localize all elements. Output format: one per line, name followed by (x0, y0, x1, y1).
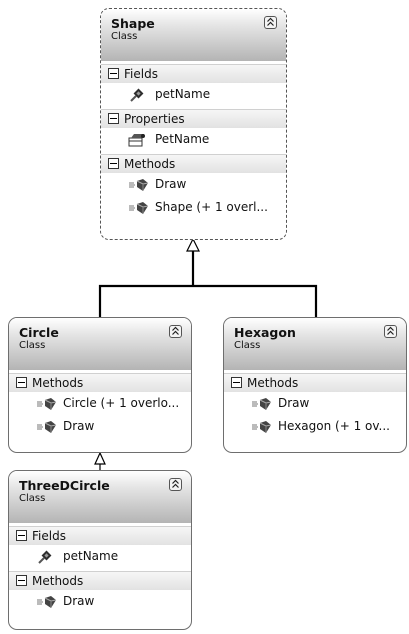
section-methods[interactable]: Methods (101, 154, 286, 173)
method-icon (127, 177, 149, 191)
inheritance-arrow-shape (186, 237, 200, 252)
class-header[interactable]: ThreeDCircle Class (9, 471, 191, 523)
section-title: Properties (124, 112, 185, 126)
class-kind: Class (234, 340, 261, 351)
collapse-section-icon[interactable] (108, 113, 119, 124)
member-name: petName (63, 549, 119, 563)
collapse-toggle-icon[interactable] (384, 325, 397, 338)
member-method[interactable]: Circle (+ 1 overlo... (9, 392, 191, 415)
class-kind: Class (19, 340, 46, 351)
section-title: Methods (32, 574, 84, 588)
class-body: Fields petName Properties PetName Method… (101, 64, 286, 223)
member-name: PetName (155, 132, 210, 146)
section-fields[interactable]: Fields (101, 64, 286, 83)
member-method[interactable]: Shape (+ 1 overl... (101, 196, 286, 219)
property-icon (127, 132, 149, 146)
section-methods[interactable]: Methods (9, 373, 191, 392)
collapse-section-icon[interactable] (108, 68, 119, 79)
class-name: Circle (19, 325, 59, 340)
collapse-section-icon[interactable] (16, 530, 27, 541)
member-name: petName (155, 87, 211, 101)
section-methods[interactable]: Methods (224, 373, 406, 392)
member-name: Shape (+ 1 overl... (155, 200, 268, 214)
collapse-section-icon[interactable] (16, 575, 27, 586)
collapse-section-icon[interactable] (16, 377, 27, 388)
section-title: Fields (32, 529, 66, 543)
collapse-toggle-icon[interactable] (169, 478, 182, 491)
section-title: Methods (32, 376, 84, 390)
collapse-toggle-icon[interactable] (169, 325, 182, 338)
member-name: Draw (63, 594, 95, 608)
section-methods[interactable]: Methods (9, 571, 191, 590)
member-method[interactable]: Draw (9, 415, 191, 438)
method-icon (35, 396, 57, 410)
class-shape[interactable]: Shape Class Fields petName Properties Pe… (100, 8, 287, 240)
section-title: Methods (247, 376, 299, 390)
member-name: Draw (278, 396, 310, 410)
method-icon (250, 396, 272, 410)
class-kind: Class (111, 31, 138, 42)
method-icon (250, 419, 272, 433)
class-body: Methods Draw Hexagon (+ 1 ov... (224, 373, 406, 442)
field-icon (35, 549, 57, 564)
field-icon (127, 87, 149, 102)
class-header[interactable]: Shape Class (101, 9, 286, 61)
section-title: Methods (124, 157, 176, 171)
class-name: Hexagon (234, 325, 296, 340)
class-kind: Class (19, 493, 46, 504)
method-icon (35, 419, 57, 433)
class-header[interactable]: Circle Class (9, 318, 191, 370)
member-name: Circle (+ 1 overlo... (63, 396, 180, 410)
member-name: Hexagon (+ 1 ov... (278, 419, 390, 433)
member-method[interactable]: Draw (224, 392, 406, 415)
method-icon (127, 200, 149, 214)
member-method[interactable]: Draw (101, 173, 286, 196)
class-body: Methods Circle (+ 1 overlo... Draw (9, 373, 191, 442)
member-field[interactable]: petName (101, 83, 286, 106)
member-name: Draw (63, 419, 95, 433)
class-name: ThreeDCircle (19, 478, 110, 493)
member-name: Draw (155, 177, 187, 191)
member-property[interactable]: PetName (101, 128, 286, 151)
member-method[interactable]: Hexagon (+ 1 ov... (224, 415, 406, 438)
class-body: Fields petName Methods Draw (9, 526, 191, 617)
class-name: Shape (111, 16, 155, 31)
class-circle[interactable]: Circle Class Methods Circle (+ 1 overlo.… (8, 317, 192, 453)
section-fields[interactable]: Fields (9, 526, 191, 545)
class-hexagon[interactable]: Hexagon Class Methods Draw Hexagon (+ 1 … (223, 317, 407, 453)
connector-circle-to-shape (98, 284, 318, 318)
member-field[interactable]: petName (9, 545, 191, 568)
class-threedcircle[interactable]: ThreeDCircle Class Fields petName Method… (8, 470, 192, 630)
collapse-section-icon[interactable] (108, 158, 119, 169)
class-header[interactable]: Hexagon Class (224, 318, 406, 370)
method-icon (35, 594, 57, 608)
member-method[interactable]: Draw (9, 590, 191, 613)
collapse-section-icon[interactable] (231, 377, 242, 388)
inheritance-arrow-circle (94, 451, 106, 465)
section-properties[interactable]: Properties (101, 109, 286, 128)
collapse-toggle-icon[interactable] (264, 16, 277, 29)
section-title: Fields (124, 67, 158, 81)
